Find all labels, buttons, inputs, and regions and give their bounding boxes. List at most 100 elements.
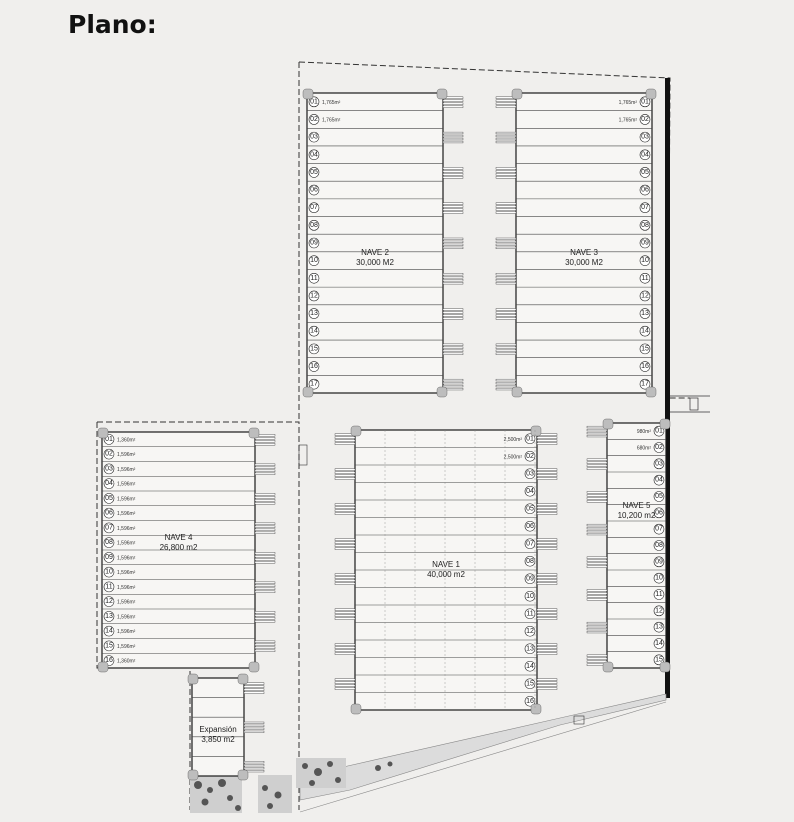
nave3-bay-number: 12 (641, 292, 649, 299)
nave3-loading-dock (495, 202, 517, 205)
nave4-loading-dock (254, 611, 276, 614)
nave2-loading-dock (442, 170, 464, 173)
nave2-loading-dock (442, 131, 464, 135)
nave1-loading-dock (536, 442, 558, 445)
nave1-bay-number: 12 (526, 628, 534, 635)
nave4-bay-number: 06 (105, 510, 113, 517)
nave3-bay-number: 04 (641, 151, 649, 158)
nave2-loading-dock (442, 314, 464, 317)
nave1-loading-dock (334, 614, 356, 617)
nave4-loading-dock (254, 587, 276, 590)
nave3-loading-dock (495, 170, 517, 173)
nave5-loading-dock (586, 532, 608, 536)
expansion-loading-dock (243, 721, 265, 724)
nave4-bay-number: 07 (105, 524, 113, 531)
nave2-loading-dock (442, 211, 464, 214)
nave3-bay-number: 11 (641, 275, 648, 282)
nave4-corner-stair (248, 661, 260, 673)
nave5-loading-dock (586, 559, 608, 562)
nave2-bay-number: 12 (310, 292, 318, 299)
expansion-loading-dock (243, 685, 265, 688)
nave3-loading-dock (495, 173, 517, 176)
nave5-bay-area: 980m² (637, 429, 652, 435)
nave3-bay-marker (639, 114, 651, 125)
nave3-bay-marker (639, 131, 651, 143)
nave4-bay-area: 1,596m² (117, 541, 136, 547)
dimension-marker (670, 395, 710, 413)
nave4-bay-number: 04 (105, 480, 113, 487)
nave5-bay-marker (653, 621, 665, 633)
nave2-loading-dock (442, 240, 464, 243)
nave3-label: NAVE 3 (570, 248, 598, 257)
nave4-loading-dock (254, 555, 276, 558)
nave1-loading-dock (334, 442, 356, 445)
nave4-loading-dock (254, 437, 276, 440)
nave1-building: 012,500m²022,500m²0304050607080910111213… (334, 425, 558, 715)
nave3-loading-dock (495, 131, 517, 135)
nave2-bay-number: 15 (310, 345, 318, 352)
nave3-bay-number: 09 (641, 240, 649, 247)
nave2-loading-dock (442, 205, 464, 208)
nave5-bay-marker (653, 589, 665, 600)
nave5-loading-dock (586, 598, 608, 601)
nave4-loading-dock (254, 614, 276, 617)
nave4-bay-area: 1,596m² (117, 570, 136, 576)
nave5-bay-number: 03 (655, 460, 663, 467)
nave3-bay-marker (639, 184, 651, 196)
nave1-loading-dock (536, 538, 558, 541)
nave4-loading-dock (254, 493, 276, 496)
nave1-bay-area: 2,500m² (504, 454, 523, 460)
nave3-corner-stair (645, 88, 657, 100)
expansion-loading-dock (243, 727, 265, 730)
nave1-corner-stair (350, 703, 362, 715)
nave2-loading-dock (442, 176, 464, 179)
nave4-bay-marker (103, 448, 115, 460)
nave3-bay-number: 03 (641, 134, 649, 141)
nave1-bay-number: 13 (526, 645, 534, 652)
nave4-bay-area: 1,596m² (117, 644, 136, 650)
nave1-bay-number: 06 (526, 523, 534, 530)
nave3-corner-stair (511, 88, 523, 100)
nave1-loading-dock (334, 608, 356, 611)
nave4-bay-marker (103, 507, 115, 519)
nave3-loading-dock (495, 352, 517, 355)
nave5-loading-dock (586, 565, 608, 568)
nave5-loading-dock (586, 500, 608, 503)
nave4-bay-marker (103, 522, 115, 534)
nave4-bay-area: 1,360m² (117, 659, 136, 665)
nave3-loading-dock (495, 208, 517, 211)
nave3-loading-dock (495, 240, 517, 243)
nave2-loading-dock (442, 237, 464, 240)
nave3-loading-dock (495, 246, 517, 249)
nave5-bay-number: 04 (655, 477, 663, 484)
nave2-outline (306, 92, 444, 394)
nave4-bay-number: 02 (105, 451, 113, 458)
nave4-bay-number: 14 (105, 628, 113, 635)
nave1-bay-number: 05 (526, 505, 534, 512)
nave4-bay-number: 13 (105, 613, 113, 620)
nave4-bay-marker (103, 566, 115, 578)
nave5-bay-marker (653, 523, 665, 535)
nave4-loading-dock (254, 463, 276, 466)
nave5-bay-number: 01 (655, 428, 663, 435)
nave1-bay-number: 07 (526, 540, 534, 547)
nave4-bay-marker (103, 463, 115, 475)
nave4-corner-stair (97, 427, 109, 439)
nave1-bay-marker (524, 695, 536, 707)
nave4-loading-dock (254, 528, 276, 531)
nave1-bay-number: 09 (526, 575, 534, 582)
nave5-loading-dock (586, 491, 608, 494)
nave1-bay-number: 15 (526, 680, 534, 687)
nave4-bay-area: 1,596m² (117, 467, 136, 473)
nave4-loading-dock (254, 643, 276, 646)
nave3-bay-number: 06 (641, 187, 649, 194)
nave2-bay-marker (308, 131, 320, 143)
nave4-bay-area: 1,596m² (117, 452, 136, 458)
nave1-loading-dock (536, 506, 558, 509)
nave1-loading-dock (334, 477, 356, 480)
nave3-bay-number: 15 (641, 345, 649, 352)
nave4-bay-area: 1,360m² (117, 437, 136, 443)
nave1-loading-dock (536, 471, 558, 474)
expansion-label: Expansión (199, 725, 236, 734)
